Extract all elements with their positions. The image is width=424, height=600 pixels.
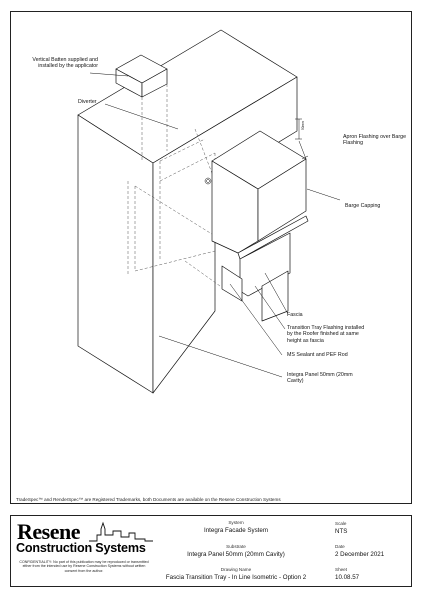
drawing-name-value: Fascia Transition Tray - In Line Isometr…	[165, 574, 307, 581]
system-label: System	[228, 520, 244, 525]
substrate-label: Substrate	[226, 544, 246, 549]
dimension-label: 50mm	[301, 121, 305, 130]
brand-name: Resene	[17, 519, 80, 544]
scale-label: Scale	[335, 521, 347, 526]
scale-value: NTS	[335, 528, 348, 535]
substrate-value: Integra Panel 50mm (20mm Cavity)	[187, 551, 285, 558]
lower-post	[261, 270, 289, 322]
annotation-barge-capping: Barge Capping	[345, 203, 381, 209]
barge-side	[257, 158, 307, 242]
annotation-ms-sealant: MS Sealant and PEF Rod	[287, 352, 348, 358]
drawing-name-label: Drawing Name	[220, 567, 252, 572]
building-skyline-icon	[89, 521, 153, 542]
annotation-integra-panel: Integra Panel 50mm (20mm Cavity)	[287, 372, 353, 385]
barge-capping-lip	[237, 215, 309, 260]
trademark-note: TradeSpec™ and RenderSpec™ are Registere…	[16, 497, 281, 502]
isometric-drawing: 50mm	[77, 29, 341, 394]
annotation-diverter: Diverter	[78, 99, 97, 105]
system-value: Integra Facade System	[204, 527, 268, 534]
sheet-label: Sheet	[335, 567, 348, 572]
sheet-value: 10.08.57	[335, 574, 360, 581]
brand-subtitle: Construction Systems	[16, 541, 146, 555]
confidentiality-note: CONFIDENTIALITY: No part of this publica…	[19, 560, 149, 573]
annotation-fascia: Fascia	[287, 312, 303, 318]
sheet-border	[10, 11, 412, 504]
title-block: Resene Construction Systems CONFIDENTIAL…	[10, 515, 412, 587]
brand-logo: Resene Construction Systems CONFIDENTIAL…	[11, 516, 153, 586]
annotation-transition-tray: Transition Tray Flashing installed by th…	[287, 325, 365, 344]
annotation-vertical-batten: Vertical Batten supplied and installed b…	[32, 57, 98, 70]
barge-front	[211, 160, 259, 254]
date-value: 2 December 2021	[335, 551, 385, 558]
wall-front-face	[77, 114, 154, 394]
annotation-apron-flashing: Apron Flashing over Barge Flashing	[343, 134, 407, 147]
fascia-lower	[221, 265, 243, 302]
date-label: Date	[335, 544, 345, 549]
